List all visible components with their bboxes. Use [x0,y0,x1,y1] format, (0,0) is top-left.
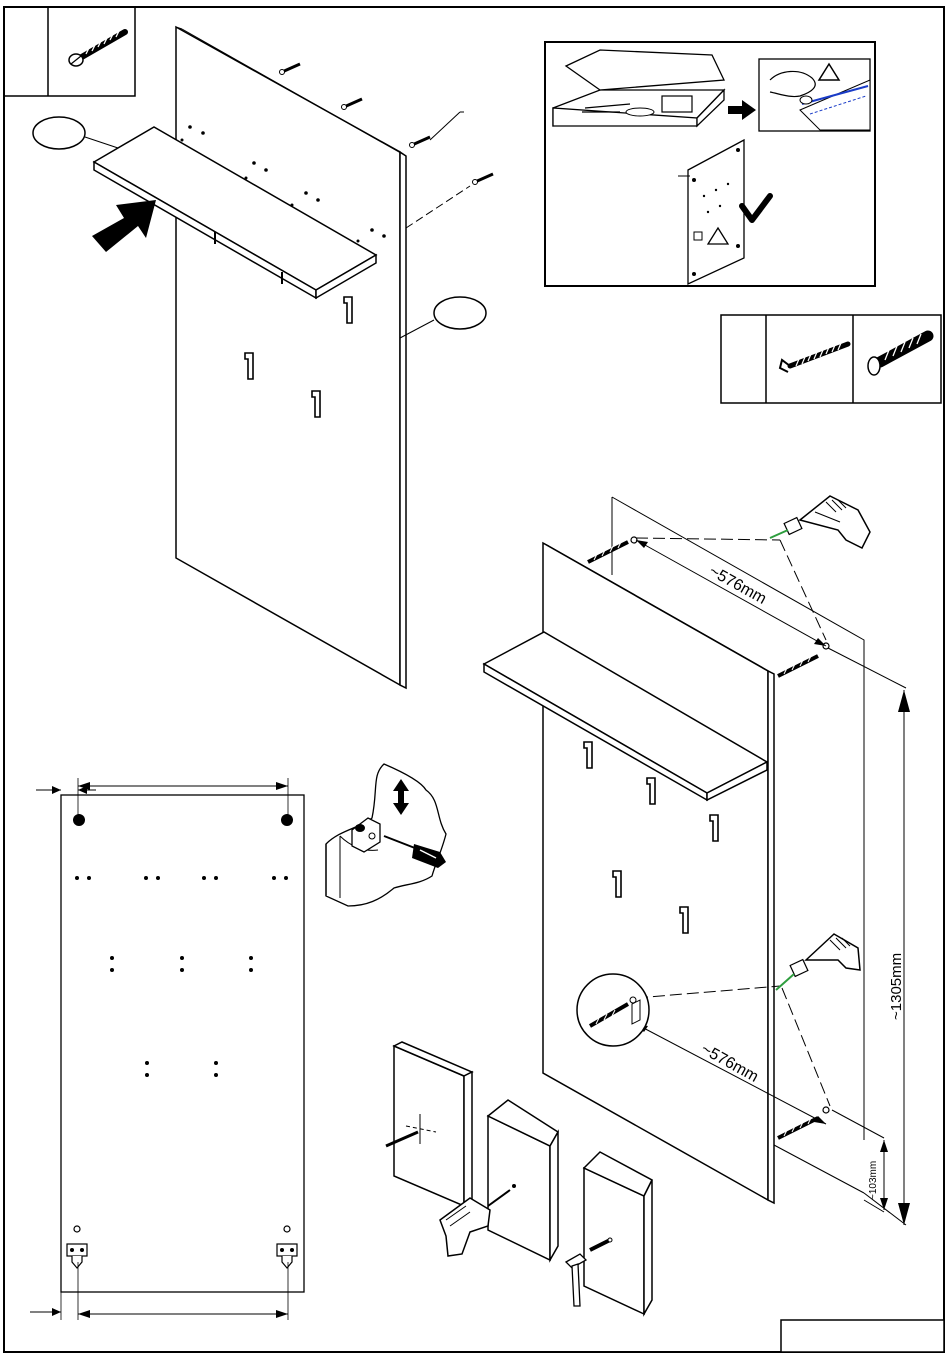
power-drill-icon [770,496,870,548]
label-peel-drawing [759,59,870,131]
part-label-oval-shelf [33,117,85,149]
part-box-wall-fixings [721,315,941,403]
panel-plan-view [30,778,304,1320]
back-panel-drawing [33,27,493,688]
bottom-offset-label: ~103mm [868,1161,879,1200]
part-label-oval-panel [434,297,486,329]
wall-block-mark [386,1042,472,1206]
screw-hook-icon [780,343,848,372]
vertical-height-label: ~1305mm [888,953,905,1020]
screw-icon [69,29,125,66]
unpacking-inset [545,42,875,286]
magnifier-detail [577,974,649,1046]
power-drill-icon [776,934,860,990]
push-arrow-icon [92,200,156,252]
part-box-screw [4,7,135,96]
wall-plug-icon [868,334,928,375]
wall-block-plug [584,1152,652,1314]
top-spacing-label: ~576mm [706,563,769,608]
page-number-box [781,1320,944,1352]
wall-block-drill [488,1100,558,1260]
wall-mount-drawing: ~576mm ~576mm ~1305mm ~103mm [484,496,910,1225]
hammer-icon [566,1254,586,1306]
hook-adjust-detail [326,764,446,906]
